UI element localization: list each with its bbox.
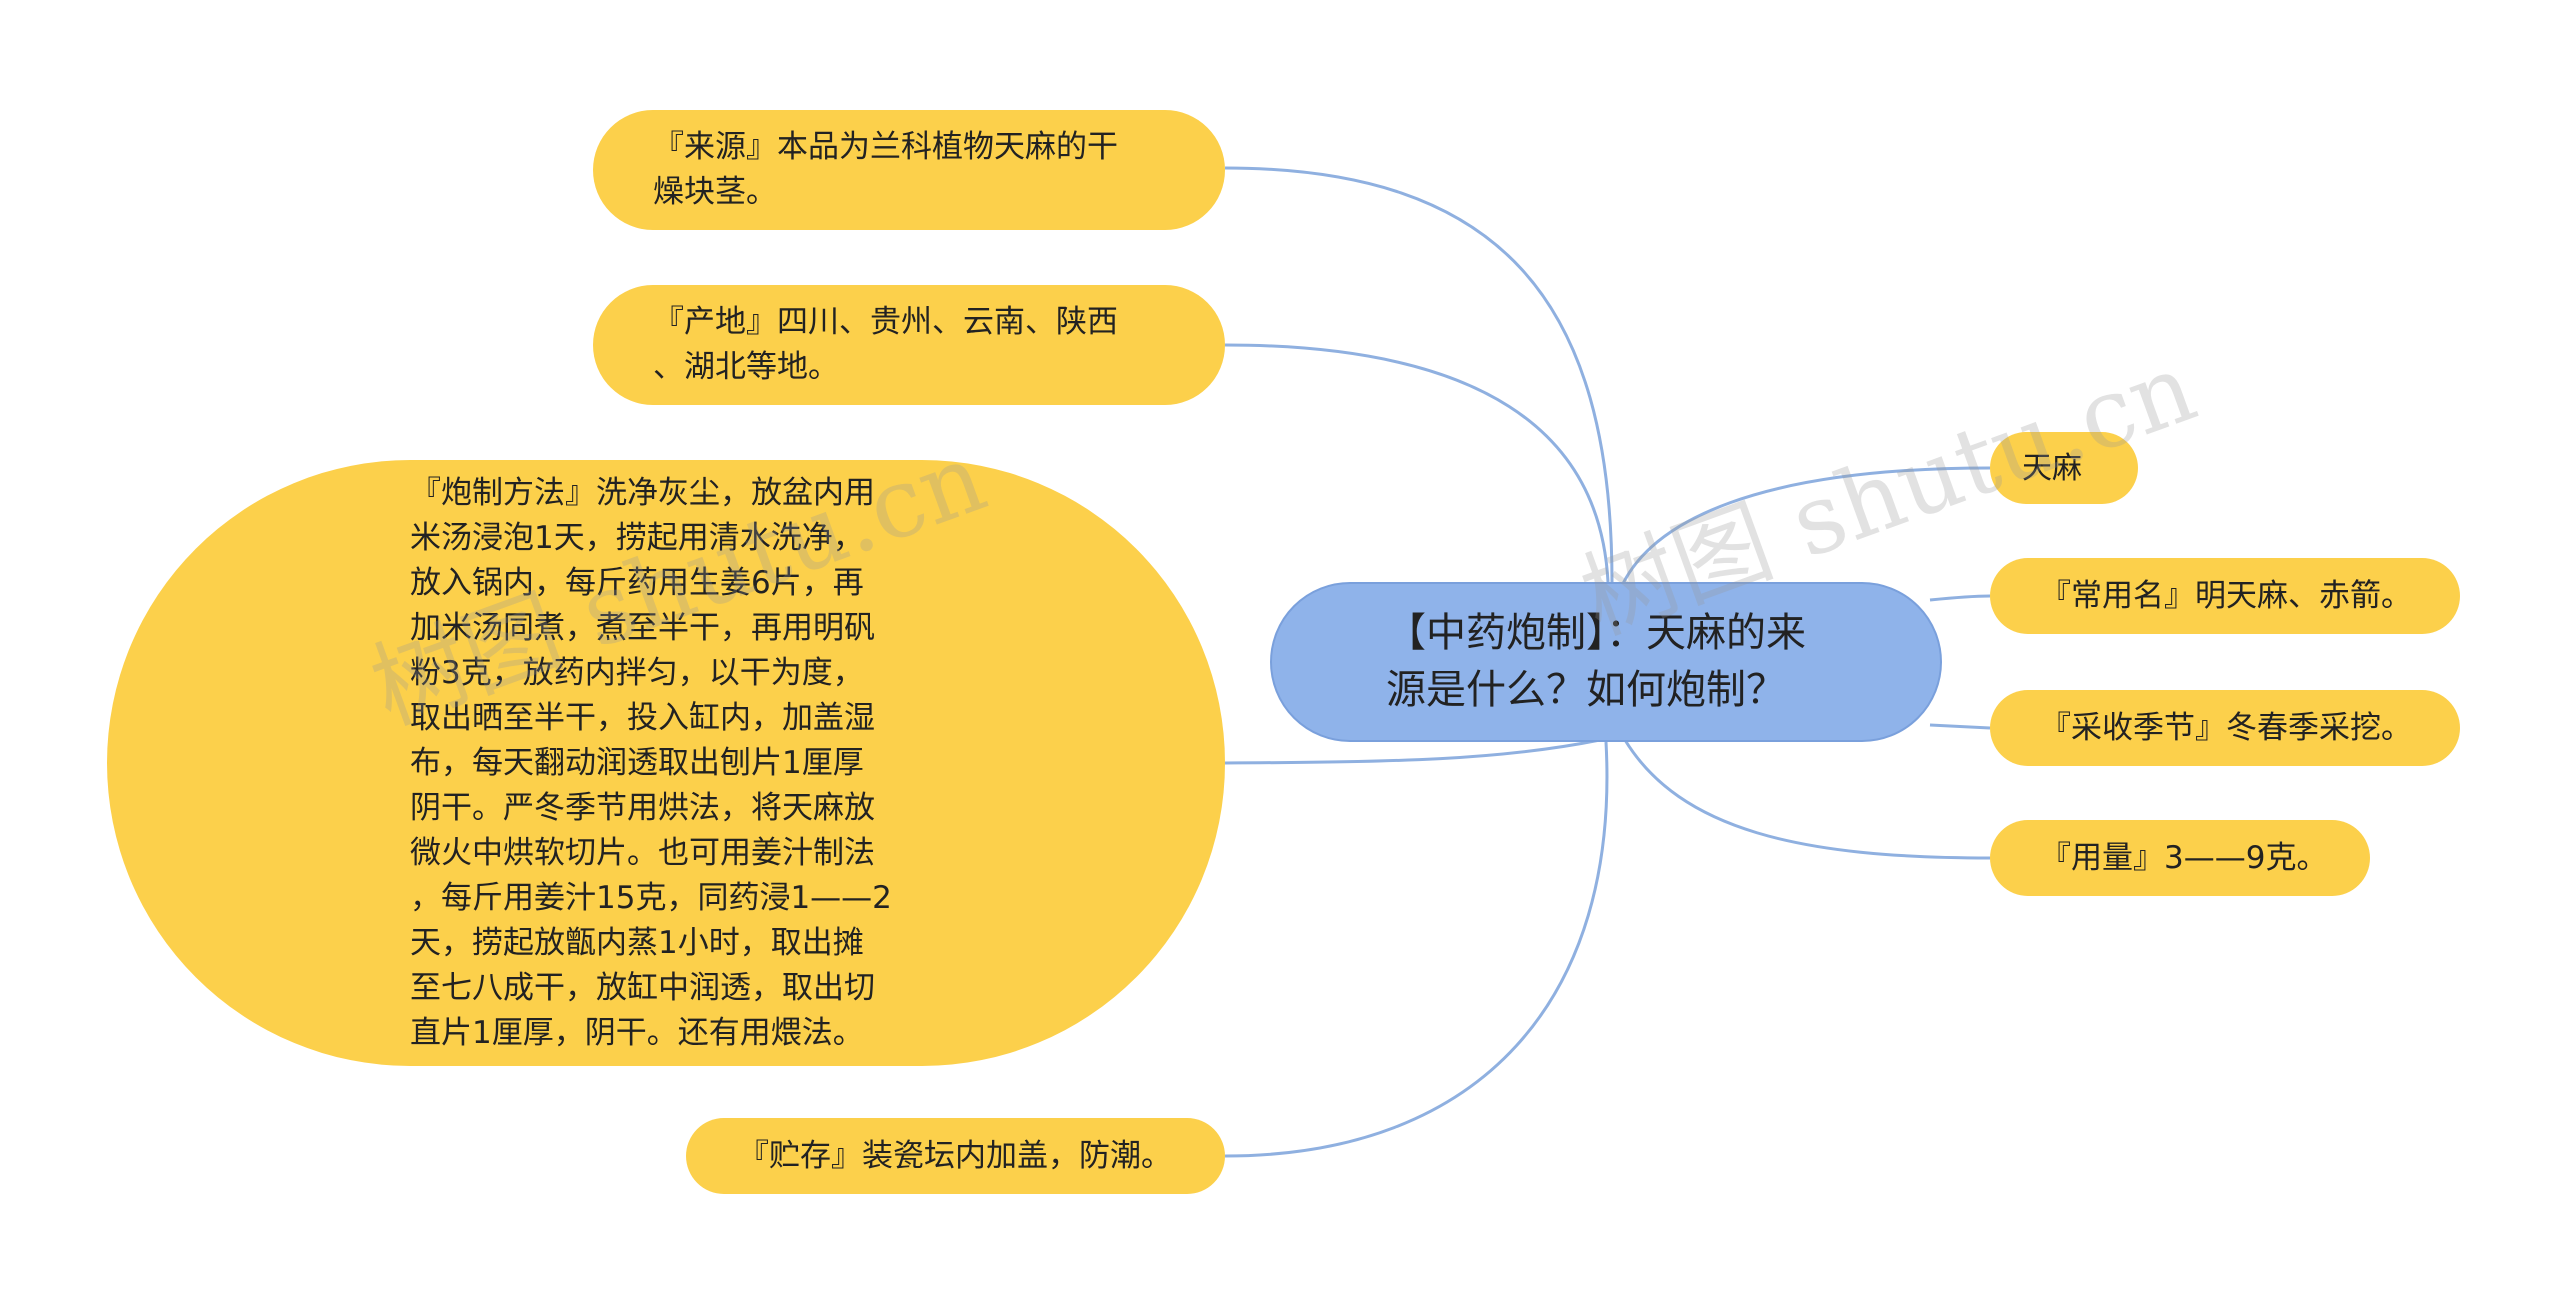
root-topic[interactable]: 【中药炮制】：天麻的来 源是什么？如何炮制？ [1270,582,1942,742]
link-root-dose [1623,739,1991,860]
node-source-text: 『来源』本品为兰科植物天麻的干 燥块茎。 [653,129,1118,210]
node-storage-text: 『贮存』装瓷坛内加盖，防潮。 [738,1137,1172,1174]
link-root-origin [1224,343,1610,583]
node-common-name[interactable]: 『常用名』明天麻、赤箭。 [1990,558,2460,634]
node-harvest-season[interactable]: 『采收季节』冬春季采挖。 [1990,690,2460,766]
node-herb-name[interactable]: 天麻 [1990,432,2138,504]
link-root-season [1929,723,1991,730]
link-root-method [1224,738,1601,765]
link-root-name [1618,466,1991,591]
node-common-name-text: 『常用名』明天麻、赤箭。 [2040,577,2412,614]
node-processing-method[interactable]: 『炮制方法』洗净灰尘，放盆内用 米汤浸泡1天，捞起用清水洗净， 放入锅内，每斤药… [107,460,1225,1066]
node-dosage-text: 『用量』3——9克。 [2040,839,2328,876]
link-root-source [1224,166,1614,583]
root-topic-text: 【中药炮制】：天麻的来 源是什么？如何炮制？ [1386,610,1806,713]
node-origin[interactable]: 『产地』四川、贵州、云南、陕西 、湖北等地。 [593,285,1225,405]
node-harvest-season-text: 『采收季节』冬春季采挖。 [2040,709,2412,746]
node-dosage[interactable]: 『用量』3——9克。 [1990,820,2370,896]
node-source[interactable]: 『来源』本品为兰科植物天麻的干 燥块茎。 [593,110,1225,230]
node-processing-method-text: 『炮制方法』洗净灰尘，放盆内用 米汤浸泡1天，捞起用清水洗净， 放入锅内，每斤药… [410,474,892,1051]
link-root-storage [1224,741,1609,1158]
node-origin-text: 『产地』四川、贵州、云南、陕西 、湖北等地。 [653,304,1118,385]
link-root-common [1929,594,1991,602]
node-storage[interactable]: 『贮存』装瓷坛内加盖，防潮。 [686,1118,1225,1194]
node-herb-name-text: 天麻 [2022,450,2082,486]
